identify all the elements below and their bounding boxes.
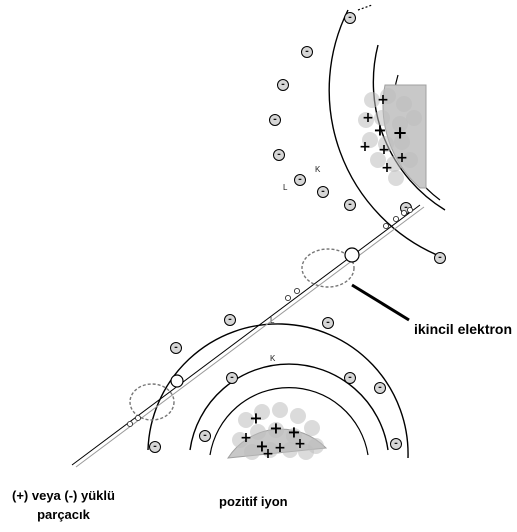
electron-charge-mark: -: [228, 315, 232, 325]
charged-particle-label-line1: (+) veya (-) yüklü: [12, 486, 115, 505]
track-dot: [401, 210, 406, 215]
track-dot: [135, 415, 140, 420]
nucleon: [272, 402, 288, 418]
proton-charge-mark: +: [396, 150, 408, 166]
electron: -: [323, 318, 334, 329]
lower-interaction-dashed-ring: [130, 384, 174, 420]
proton-charge-mark: +: [373, 121, 386, 140]
electron-charge-mark: -: [321, 187, 325, 197]
secondary-electron-arrow: [352, 285, 409, 320]
electron-charge-mark: -: [298, 175, 302, 185]
electron: -: [345, 373, 356, 384]
electron-charge-mark: -: [281, 80, 285, 90]
electron: -: [318, 187, 329, 198]
nucleon: [406, 110, 422, 126]
electron: -: [435, 253, 446, 264]
particle-path-shadow: [76, 207, 424, 467]
charged-particle-label: (+) veya (-) yüklü parçacık: [12, 486, 115, 524]
electron-charge-mark: -: [153, 442, 157, 452]
upper-ejected-electron: [345, 248, 359, 262]
electron-charge-mark: -: [305, 47, 309, 57]
lower-ejected-electron: [171, 375, 183, 387]
track-dot: [383, 223, 388, 228]
electron-charge-mark: -: [230, 373, 234, 383]
proton-charge-mark: +: [377, 92, 389, 108]
proton-charge-mark: +: [359, 139, 371, 155]
proton-charge-mark: +: [294, 436, 306, 452]
electron-charge-mark: -: [174, 343, 178, 353]
proton-charge-mark: +: [392, 123, 407, 144]
electron: -: [345, 13, 356, 24]
electron-charge-mark: -: [203, 431, 207, 441]
electron: -: [278, 80, 289, 91]
electron-charge-mark: -: [438, 253, 442, 263]
electron: -: [302, 47, 313, 58]
electron: -: [391, 439, 402, 450]
proton-charge-mark: +: [269, 419, 282, 438]
electron-charge-mark: -: [348, 200, 352, 210]
upper-atom: K L ++++++++ ----------: [270, 5, 446, 264]
track-dot: [393, 216, 398, 221]
electron: -: [227, 373, 238, 384]
charged-particle-label-line2: parçacık: [12, 505, 115, 524]
nucleon: [304, 420, 320, 436]
electron: -: [274, 150, 285, 161]
electron-charge-mark: -: [378, 383, 382, 393]
upper-atom-shell-letter-k: K: [315, 165, 321, 174]
electron: -: [375, 383, 386, 394]
proton-charge-mark: +: [240, 430, 252, 446]
proton-charge-mark: +: [274, 440, 286, 456]
upper-atom-dashed-tail: [358, 5, 372, 10]
proton-charge-mark: +: [362, 110, 374, 126]
electron-charge-mark: -: [273, 115, 277, 125]
lower-atom-nucleus-charges: ++++++++: [232, 402, 324, 462]
electron: -: [200, 431, 211, 442]
electron-charge-mark: -: [348, 13, 352, 23]
electron-charge-mark: -: [394, 439, 398, 449]
track-dot: [285, 295, 290, 300]
secondary-electron-label: ikincil elektron: [414, 321, 512, 337]
track-dot: [127, 421, 132, 426]
electron: -: [295, 175, 306, 186]
track-dot: [407, 207, 412, 212]
proton-charge-mark: +: [249, 409, 262, 428]
upper-atom-shell-letter-l: L: [283, 183, 288, 192]
proton-charge-mark: +: [381, 160, 393, 176]
nucleon: [396, 96, 412, 112]
track-dot: [294, 288, 299, 293]
electron-charge-mark: -: [348, 373, 352, 383]
lower-atom: L K ++++++++ ---------: [148, 315, 408, 463]
electron: -: [171, 343, 182, 354]
electron: -: [150, 442, 161, 453]
electron: -: [225, 315, 236, 326]
positive-ion-label: pozitif iyon: [219, 494, 288, 509]
lower-atom-shell-letter-k: K: [270, 354, 276, 363]
proton-charge-mark: +: [262, 446, 274, 462]
electron: -: [345, 200, 356, 211]
proton-charge-mark: +: [378, 142, 390, 158]
electron: -: [270, 115, 281, 126]
electron-charge-mark: -: [277, 150, 281, 160]
electron-charge-mark: -: [326, 318, 330, 328]
